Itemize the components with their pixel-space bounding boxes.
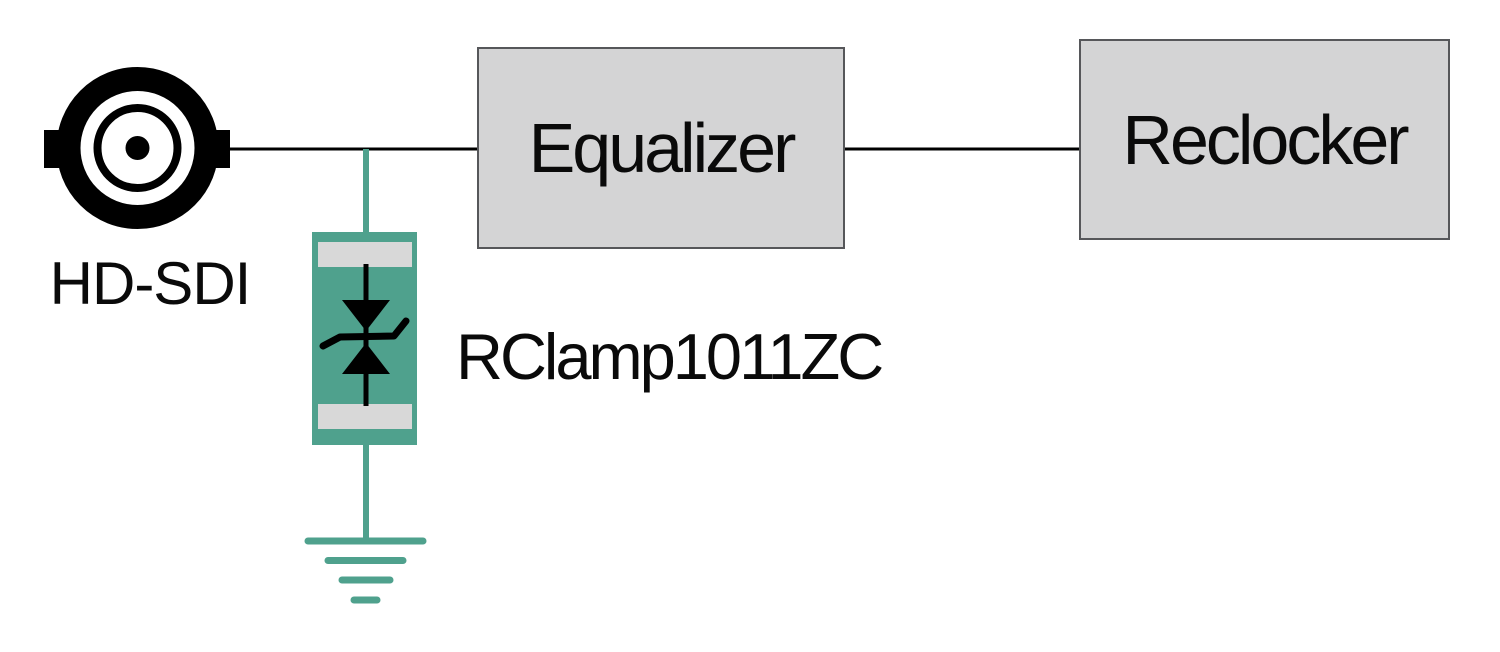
- tvs-top-terminal-pad: [318, 242, 412, 267]
- tvs-upper-triangle: [342, 300, 390, 331]
- tvs-diode-symbol: [312, 232, 417, 445]
- bnc-connector-icon: [44, 67, 230, 229]
- equalizer-label: Equalizer: [528, 109, 797, 187]
- reclocker-block: Reclocker: [1079, 39, 1450, 240]
- tvs-bottom-terminal-pad: [318, 404, 412, 429]
- bnc-outer-ring: [56, 67, 219, 229]
- rclamp-part-number-label: RClamp1011ZC: [456, 320, 884, 393]
- ground-icon: [304, 537, 427, 604]
- hd-sdi-label: HD-SDI: [49, 250, 252, 317]
- tvs-lower-triangle: [342, 343, 390, 374]
- bnc-inner-ring: [93, 104, 182, 192]
- bnc-center-pin: [125, 136, 150, 160]
- tvs-zener-bar: [319, 317, 410, 350]
- reclocker-label: Reclocker: [1122, 100, 1409, 179]
- equalizer-block: Equalizer: [477, 47, 845, 249]
